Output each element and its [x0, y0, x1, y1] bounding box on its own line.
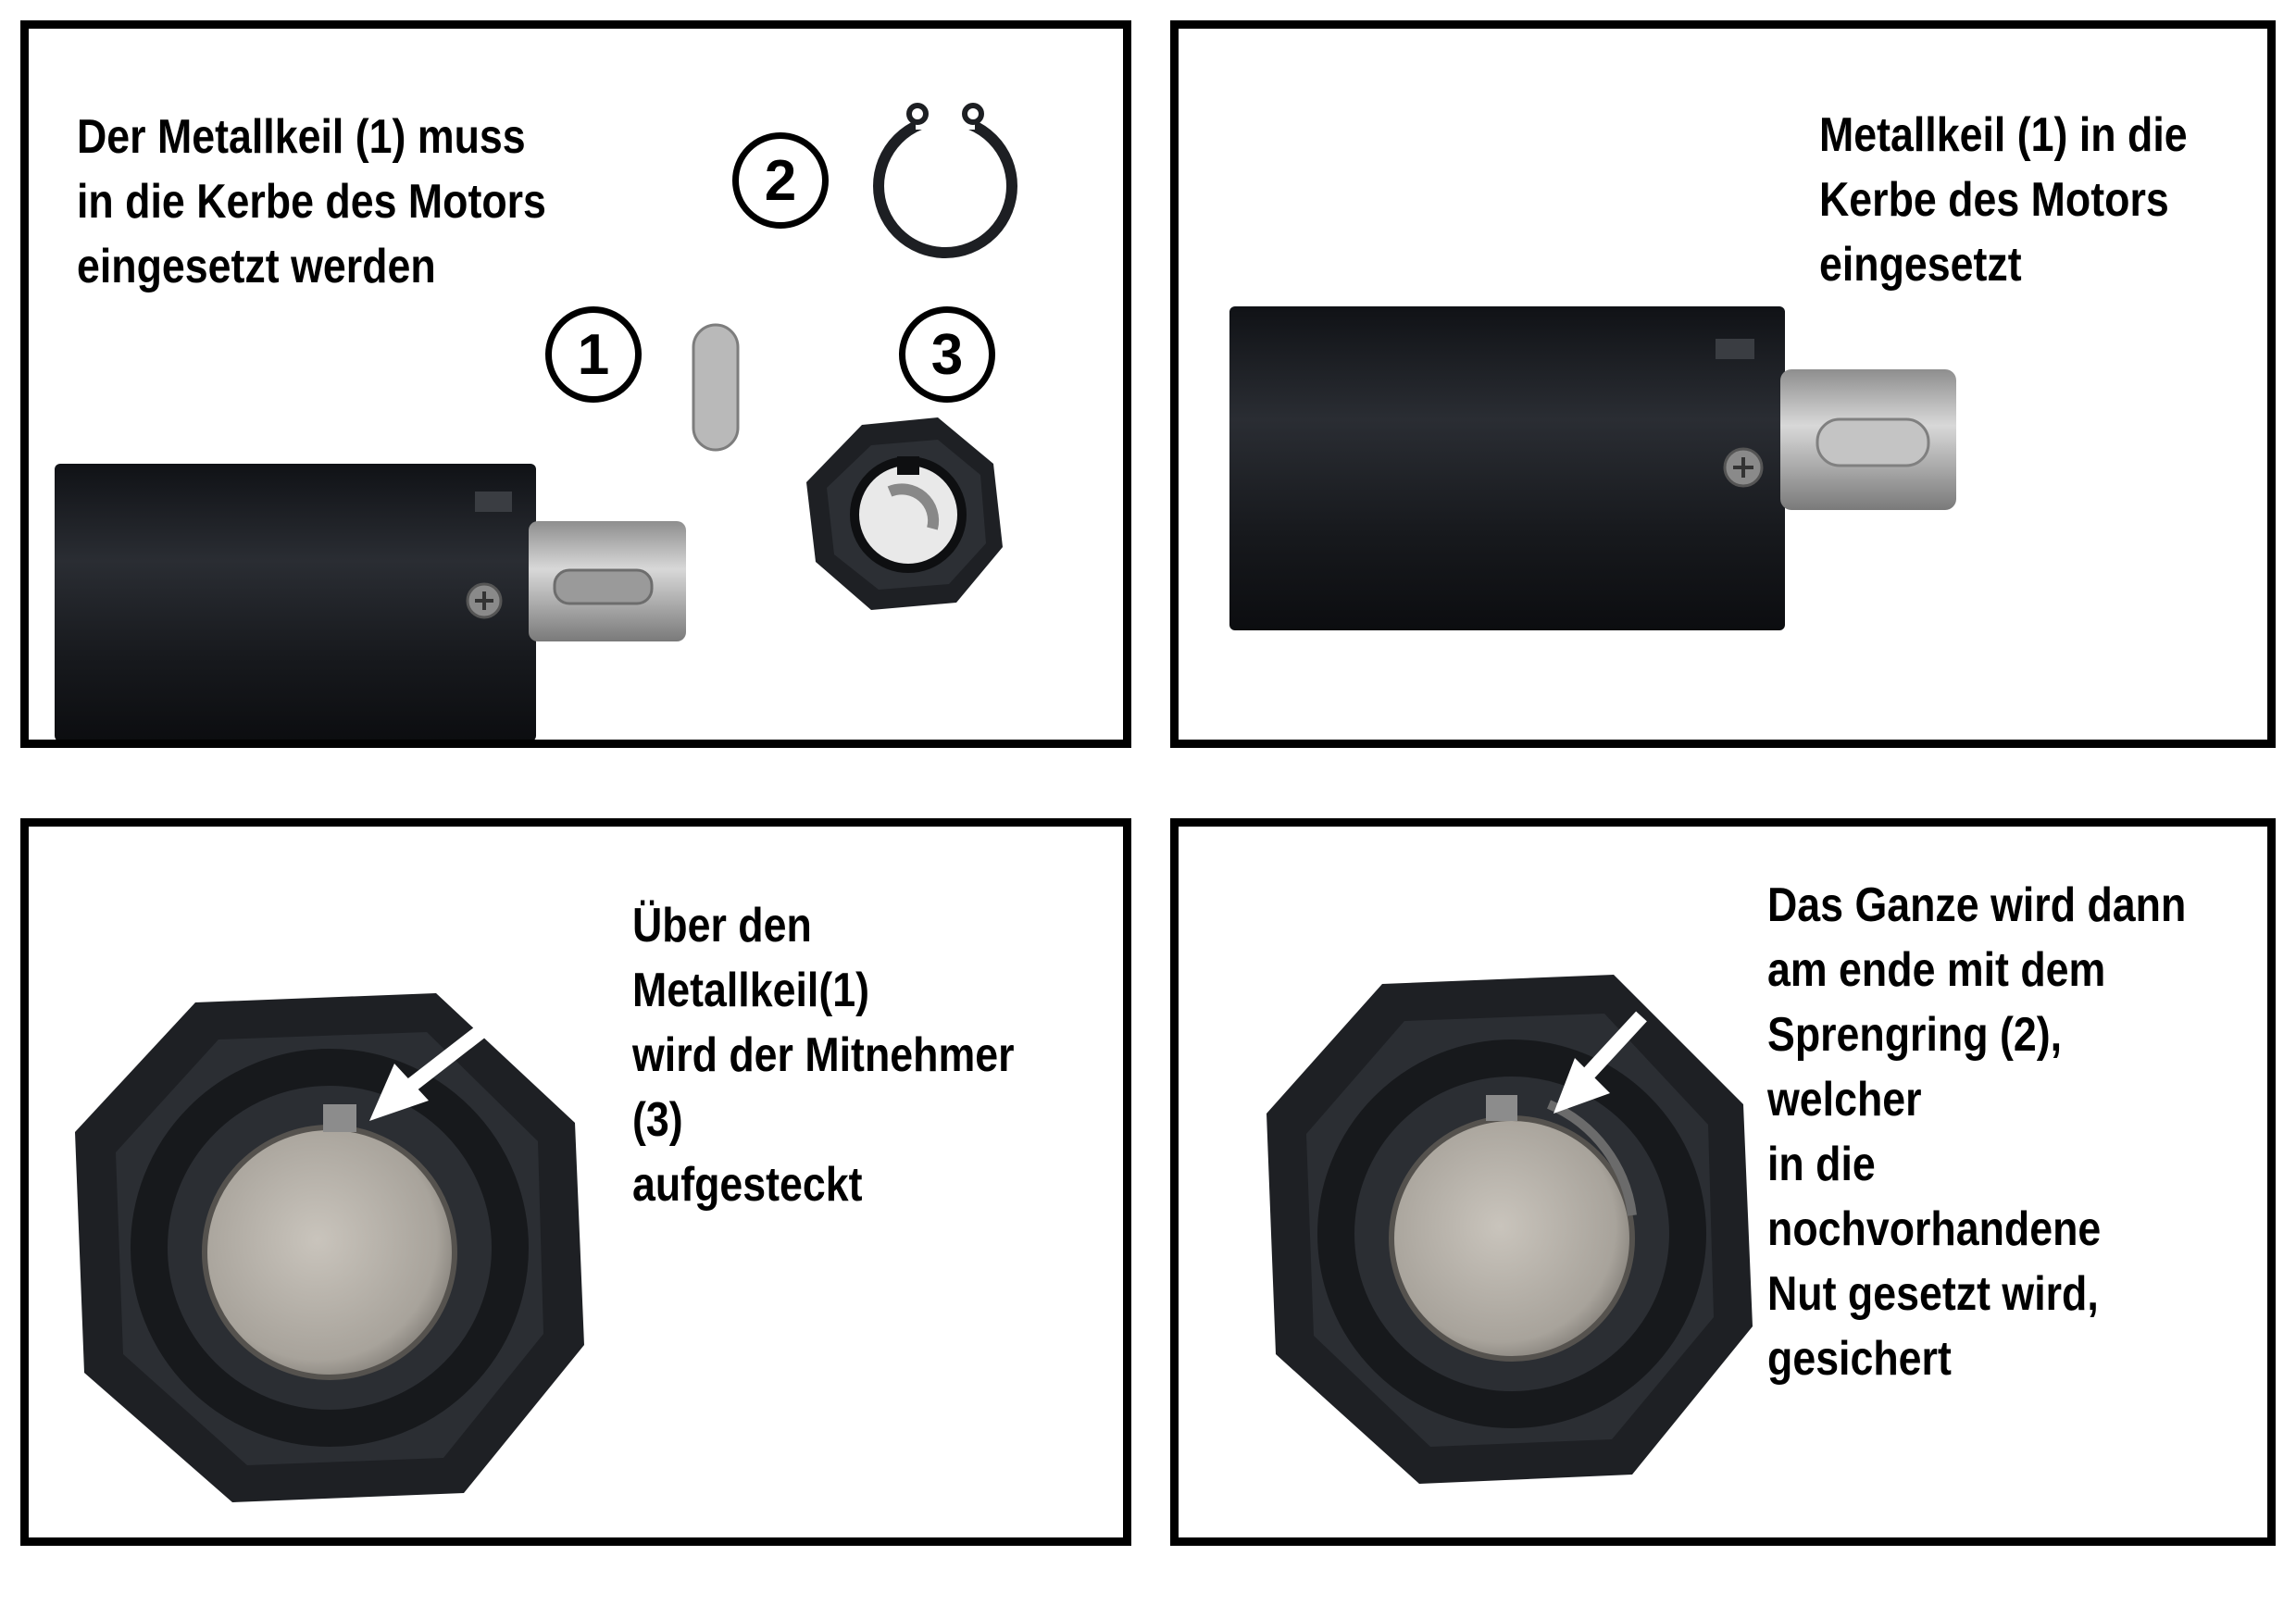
panel-step-2: Metallkeil (1) in die Kerbe des Motors e… [1170, 20, 2276, 748]
shaft-end-cap [1389, 1115, 1635, 1362]
shaft-key-slot [553, 568, 654, 605]
adapter-part [806, 417, 1003, 610]
arrow-icon [369, 1024, 487, 1121]
panel-step-1: Der Metallkeil (1) muss in die Kerbe des… [20, 20, 1131, 748]
panel-step-4: Das Ganze wird dann am ende mit dem Spre… [1170, 818, 2276, 1546]
part-number-badge-1: 1 [545, 306, 642, 403]
motor-notch [1716, 339, 1754, 359]
metal-key-part [692, 323, 740, 452]
step-1-caption: Der Metallkeil (1) muss in die Kerbe des… [77, 110, 546, 293]
motor-tube [55, 464, 536, 740]
motor-with-key-illustration [1229, 306, 1956, 630]
snap-ring-fitted-illustration [1267, 975, 1753, 1484]
shaft-end-cap [202, 1125, 457, 1380]
step-2-caption: Metallkeil (1) in die Kerbe des Motors e… [1819, 108, 2188, 292]
snap-ring-fitted [1547, 1100, 1637, 1216]
part-number-badge-3: 3 [899, 306, 995, 403]
step-4-caption: Das Ganze wird dann am ende mit dem Spre… [1767, 878, 2187, 1386]
adapter-front-view [1267, 975, 1753, 1484]
panel-step-3: Über den Metallkeil(1) wird der Mitnehme… [20, 818, 1131, 1546]
metal-key-visible [323, 1104, 356, 1132]
snap-ring-part [873, 103, 1017, 258]
motor-parts-illustration [55, 103, 1017, 740]
shaft-metal-key [1816, 417, 1930, 467]
adapter-mounted-illustration [75, 993, 584, 1502]
motor-notch [475, 492, 512, 512]
part-number-badge-2: 2 [732, 132, 829, 229]
adapter-front-view [75, 993, 584, 1502]
motor-tube [1229, 306, 1785, 630]
step-3-caption: Über den Metallkeil(1) wird der Mitnehme… [632, 899, 1015, 1212]
arrow-icon [1554, 1011, 1647, 1114]
